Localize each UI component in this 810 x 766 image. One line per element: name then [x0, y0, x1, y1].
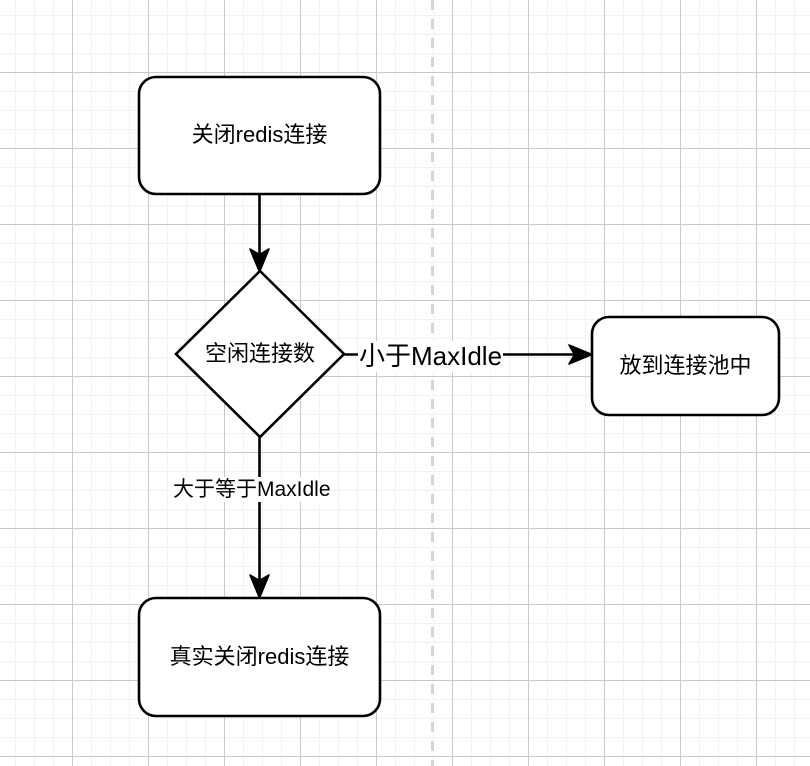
- arrowhead-icon: [568, 344, 593, 365]
- edge-label-less-than-maxidle: 小于MaxIdle: [358, 341, 504, 373]
- node-put-into-pool-shape[interactable]: [590, 315, 781, 417]
- arrowhead-icon: [249, 248, 270, 273]
- edge-label-greater-equal-maxidle: 大于等于MaxIdle: [172, 477, 332, 503]
- node-decision-shape[interactable]: [174, 269, 346, 439]
- node-real-close-shape[interactable]: [137, 596, 382, 718]
- node-close-redis-shape[interactable]: [137, 75, 382, 196]
- edge-decision-to-real-close[interactable]: [249, 437, 270, 599]
- edge-close-to-decision[interactable]: [249, 194, 270, 273]
- arrowhead-icon: [249, 574, 270, 599]
